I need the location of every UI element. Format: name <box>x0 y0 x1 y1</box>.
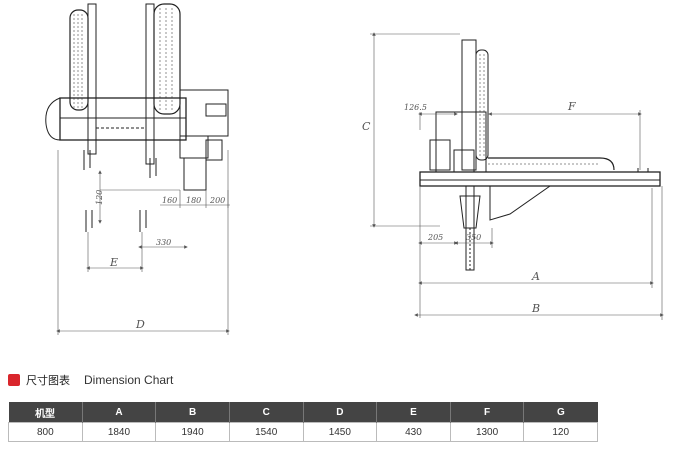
table-cell: 1840 <box>81 422 157 442</box>
dim-350: 350 <box>466 233 481 242</box>
left-view <box>45 3 229 232</box>
right-view <box>419 39 661 272</box>
col-header: E <box>376 402 451 423</box>
dim-120: 120 <box>95 190 104 205</box>
section-title-en: Dimension Chart <box>84 373 174 387</box>
col-header: D <box>302 402 377 423</box>
left-dimensions <box>56 150 230 335</box>
section-title-cn: 尺寸图表 <box>26 374 70 387</box>
section-title: 尺寸图表 Dimension Chart <box>8 372 173 388</box>
table-cell: 1540 <box>228 422 304 442</box>
table-cell: 800 <box>8 422 83 442</box>
table-cell: 430 <box>376 422 451 442</box>
dim-160: 160 <box>162 196 177 205</box>
dim-330: 330 <box>156 238 171 247</box>
dim-126-5: 126.5 <box>404 103 427 112</box>
dim-205: 205 <box>427 233 443 242</box>
table-cell: 120 <box>523 422 598 442</box>
dim-f: F <box>567 100 576 113</box>
table-cell: 1300 <box>449 422 525 442</box>
dim-c: C <box>362 120 371 133</box>
dimension-drawing: 120 160 180 200 330 E D <box>45 3 664 335</box>
table-row: 800 1840 1940 1540 1450 430 1300 120 <box>8 422 598 442</box>
dim-200: 200 <box>209 196 225 205</box>
dim-d: D <box>135 318 145 331</box>
col-header: 机型 <box>8 402 83 423</box>
title-marker <box>8 374 20 386</box>
col-header: B <box>155 402 230 423</box>
table-header-row: 机型 A B C D E F G <box>8 402 598 423</box>
dim-e: E <box>109 256 118 269</box>
col-header: A <box>81 402 156 423</box>
dimension-table: 机型 A B C D E F G 800 1840 1940 1540 1450… <box>8 402 598 442</box>
col-header: F <box>449 402 524 423</box>
dim-b: B <box>531 302 540 315</box>
col-header: G <box>523 402 598 423</box>
table-cell: 1940 <box>155 422 230 442</box>
col-header: C <box>228 402 303 423</box>
dim-a: A <box>531 270 540 283</box>
dim-180: 180 <box>186 196 201 205</box>
table-cell: 1450 <box>302 422 378 442</box>
right-dimensions <box>370 32 664 320</box>
